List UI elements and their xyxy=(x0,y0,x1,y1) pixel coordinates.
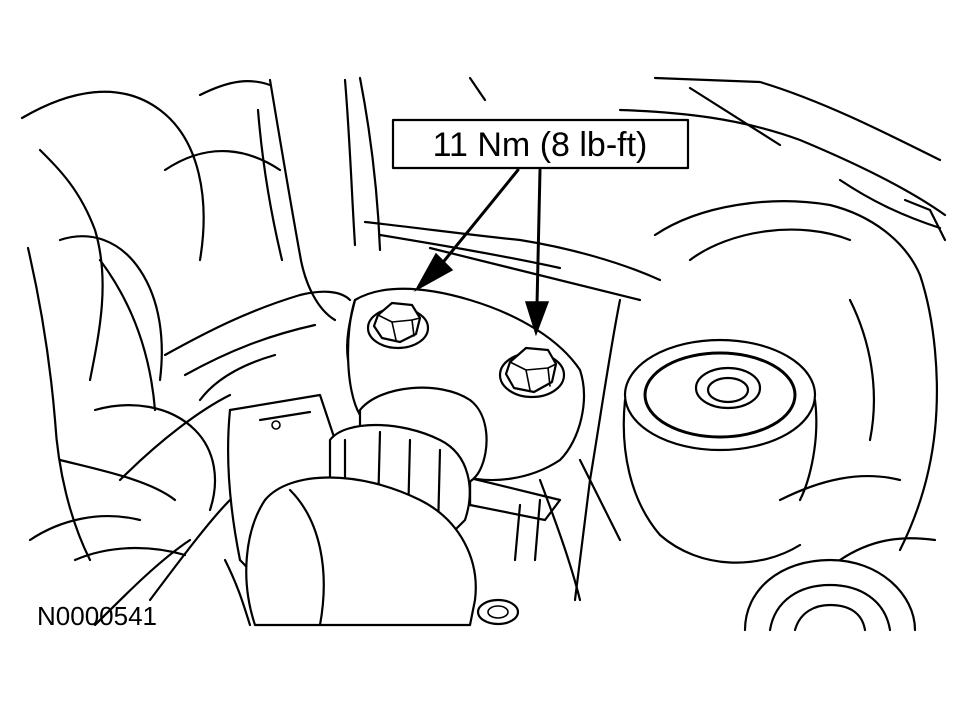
leader-line-left xyxy=(438,168,520,268)
torque-label: 11 Nm (8 lb-ft) xyxy=(433,126,648,164)
bolt-right xyxy=(498,346,566,399)
arrowhead-left xyxy=(414,252,454,292)
bolt-left xyxy=(366,301,430,350)
arrowhead-right xyxy=(524,301,550,337)
leader-line-right xyxy=(535,168,542,307)
boss-body xyxy=(623,338,817,452)
hose-fitting xyxy=(223,386,520,627)
torque-callout: 11 Nm (8 lb-ft) xyxy=(391,118,690,337)
figure-id: N0000541 xyxy=(37,601,157,631)
boss-bore xyxy=(694,366,762,410)
mounting-boss xyxy=(538,200,938,632)
callout-box xyxy=(391,118,690,170)
upper-cover xyxy=(363,76,947,302)
